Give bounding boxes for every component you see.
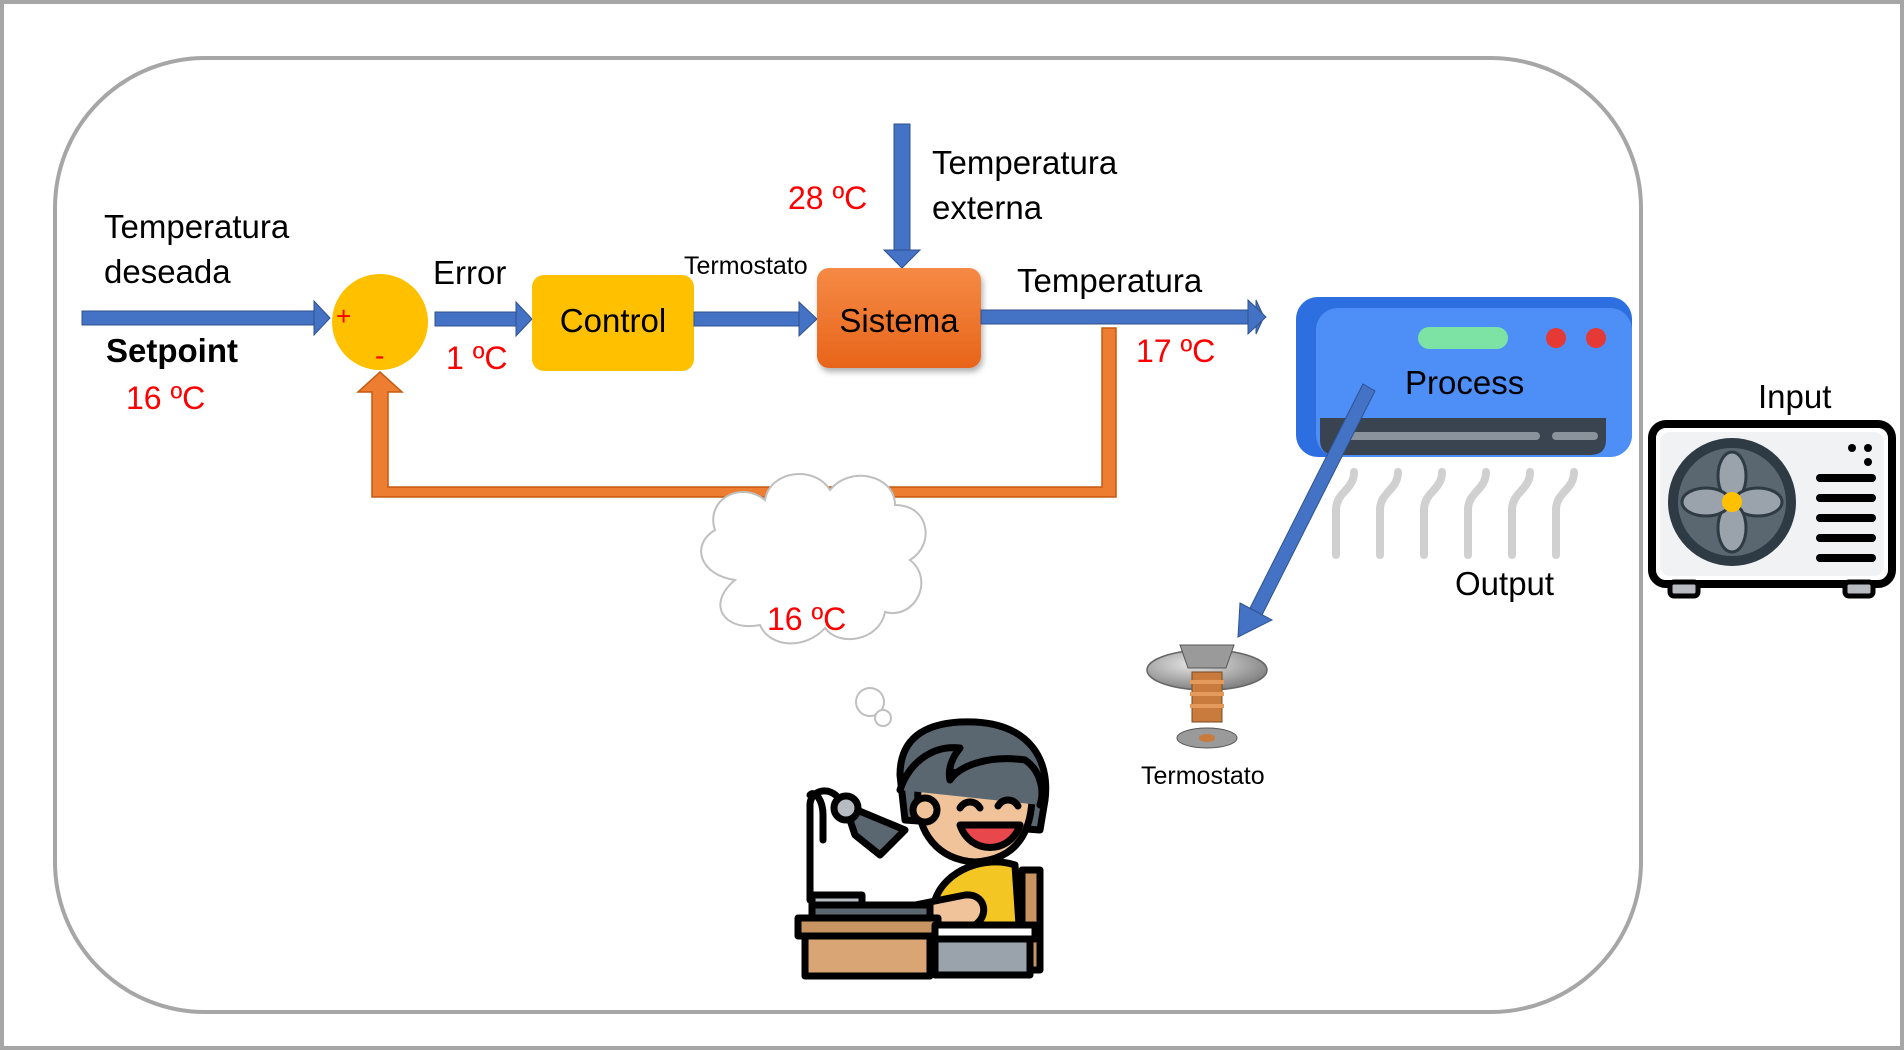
control-label: Control: [559, 302, 667, 339]
termostato-caption: Termostato: [1141, 762, 1265, 790]
setpoint-label-line2: deseada: [104, 253, 231, 290]
setpoint-title: Setpoint: [106, 332, 238, 369]
output-arrow: [980, 298, 1267, 336]
summing-junction: [332, 274, 428, 370]
air-conditioner-icon: [1296, 297, 1632, 559]
sistema-label: Sistema: [839, 302, 959, 339]
outdoor-unit-fan-icon: [1648, 420, 1896, 599]
output-temperature-label: Temperatura: [1017, 262, 1203, 299]
external-temperature-line2: externa: [932, 189, 1043, 226]
plus-sign: +: [336, 301, 352, 331]
process-to-thermostat-arrow: [1237, 383, 1376, 638]
input-label: Input: [1758, 378, 1832, 415]
control-to-sistema-arrow: [693, 300, 818, 338]
thought-cloud-icon: [700, 473, 927, 727]
thought-value: 16 ºC: [767, 601, 847, 637]
disturbance-arrow: [882, 123, 922, 269]
error-value: 1 ºC: [446, 340, 508, 376]
person-at-desk-icon: [794, 718, 1050, 980]
external-temperature-line1: Temperatura: [932, 144, 1118, 181]
control-block: [532, 275, 694, 371]
minus-sign: -: [375, 340, 385, 371]
external-temperature-value: 28 ºC: [788, 180, 868, 216]
output-temperature-value: 17 ºC: [1136, 333, 1216, 369]
termostato-link-label: Termostato: [684, 252, 808, 280]
error-arrow: [434, 300, 533, 338]
diagram-container: [53, 56, 1643, 1014]
sistema-block: [817, 268, 981, 368]
error-label: Error: [433, 254, 507, 291]
thermostat-valve-icon: [1146, 644, 1268, 749]
process-label: Process: [1405, 364, 1525, 401]
feedback-path: [356, 327, 1117, 498]
setpoint-label-line1: Temperatura: [104, 208, 290, 245]
output-label: Output: [1455, 565, 1555, 602]
setpoint-arrow: [81, 299, 331, 337]
setpoint-value: 16 ºC: [126, 380, 206, 416]
